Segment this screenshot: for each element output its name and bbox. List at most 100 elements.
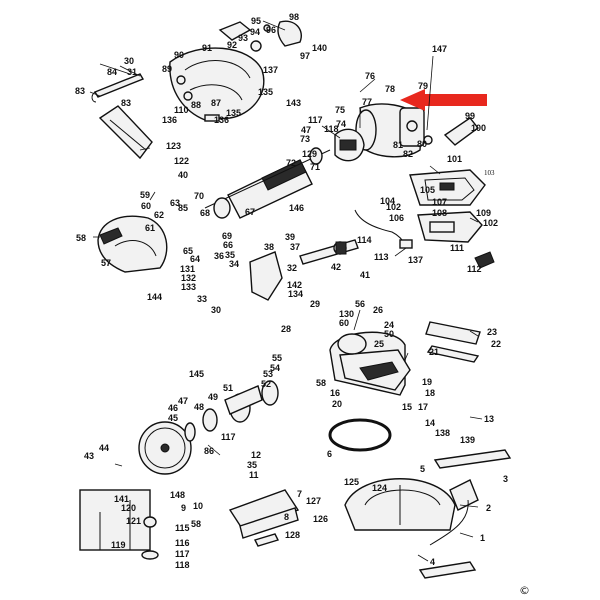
part-label: 136 bbox=[162, 115, 177, 125]
part-label: 132 bbox=[181, 273, 196, 283]
part-label: 26 bbox=[373, 305, 383, 315]
leader-lines bbox=[89, 20, 483, 562]
part-label: 40 bbox=[178, 170, 188, 180]
part-label: 53 bbox=[263, 369, 273, 379]
part-label: 51 bbox=[223, 383, 233, 393]
part-label: 71 bbox=[310, 162, 320, 172]
part-label: 46 bbox=[168, 403, 178, 413]
part-label: 74 bbox=[336, 119, 346, 129]
part-label: 35 bbox=[225, 250, 235, 260]
switch-handle-assembly bbox=[409, 169, 486, 243]
part-label: 20 bbox=[332, 399, 342, 409]
part-label: 145 bbox=[189, 369, 204, 379]
part-label: 117 bbox=[221, 432, 236, 442]
part-label: 114 bbox=[357, 235, 372, 245]
part-label: 38 bbox=[264, 242, 274, 252]
part-label: 79 bbox=[418, 81, 428, 91]
part-label: 9 bbox=[181, 503, 186, 513]
part-label: 125 bbox=[344, 477, 359, 487]
part-label: 47 bbox=[178, 396, 188, 406]
part-label: 98 bbox=[289, 12, 299, 22]
part-label: 15 bbox=[402, 402, 412, 412]
part-label: 147 bbox=[432, 44, 447, 54]
part-label: 141 bbox=[114, 494, 129, 504]
part-label: 47 bbox=[301, 125, 311, 135]
part-label: 93 bbox=[238, 33, 248, 43]
part-label: 118 bbox=[324, 124, 339, 134]
part-label: 109 bbox=[476, 208, 491, 218]
part-label: 24 bbox=[384, 320, 394, 330]
part-label: 72 bbox=[286, 158, 296, 168]
part-label: 120 bbox=[121, 503, 136, 513]
part-label: 118 bbox=[175, 560, 190, 570]
part-label: 48 bbox=[194, 402, 204, 412]
part-label: 89 bbox=[162, 64, 172, 74]
part-label: 105 bbox=[420, 185, 435, 195]
part-label: 17 bbox=[418, 402, 428, 412]
part-label: 127 bbox=[306, 496, 321, 506]
part-label: 100 bbox=[471, 123, 486, 133]
spindle-flange bbox=[184, 380, 279, 442]
part-label: 52 bbox=[261, 379, 271, 389]
part-label: 95 bbox=[251, 16, 261, 26]
part-label: 143 bbox=[286, 98, 301, 108]
part-label: 73 bbox=[300, 134, 310, 144]
part-label: 57 bbox=[101, 258, 111, 268]
part-label: 31 bbox=[127, 67, 137, 77]
part-label: 135 bbox=[258, 87, 273, 97]
part-label: 62 bbox=[154, 210, 164, 220]
part-label: 54 bbox=[270, 363, 280, 373]
part-label: 7 bbox=[297, 489, 302, 499]
part-label: 56 bbox=[355, 299, 365, 309]
part-label: 121 bbox=[126, 516, 141, 526]
part-label: 96 bbox=[266, 25, 276, 35]
part-label: 126 bbox=[313, 514, 328, 524]
armature-rotor bbox=[204, 147, 331, 219]
part-label: 35 bbox=[247, 460, 257, 470]
fence-rail bbox=[425, 321, 481, 363]
part-label: 122 bbox=[174, 156, 189, 166]
drive-belt bbox=[328, 418, 392, 452]
part-label: 64 bbox=[190, 254, 200, 264]
part-label: 102 bbox=[483, 218, 498, 228]
part-label: 25 bbox=[374, 339, 384, 349]
part-label: 3 bbox=[503, 474, 508, 484]
part-label: 146 bbox=[289, 203, 304, 213]
part-label: 137 bbox=[408, 255, 423, 265]
part-label: 123 bbox=[166, 141, 181, 151]
miter-base bbox=[344, 478, 479, 531]
part-label: 37 bbox=[290, 242, 300, 252]
motor-housing bbox=[355, 103, 425, 158]
part-label: 58 bbox=[76, 233, 86, 243]
part-label: 39 bbox=[285, 232, 295, 242]
part-label: 14 bbox=[425, 418, 435, 428]
extension-table bbox=[228, 489, 300, 547]
part-label: 119 bbox=[111, 540, 126, 550]
part-label: 36 bbox=[214, 251, 224, 261]
part-label: 29 bbox=[310, 299, 320, 309]
part-label: 1 bbox=[480, 533, 485, 543]
part-label: 97 bbox=[300, 51, 310, 61]
part-label: 108 bbox=[432, 208, 447, 218]
part-label: 80 bbox=[417, 139, 427, 149]
part-label: 99 bbox=[465, 111, 475, 121]
part-label: 83 bbox=[75, 86, 85, 96]
part-label: 110 bbox=[174, 105, 189, 115]
part-label: 124 bbox=[372, 483, 387, 493]
part-label: 6 bbox=[327, 449, 332, 459]
part-label: 12 bbox=[251, 450, 261, 460]
part-number-labels: 98 95 96 93 94 92 91 97 140 147 30 90 89… bbox=[75, 12, 508, 570]
part-label: 82 bbox=[403, 149, 413, 159]
part-label: 76 bbox=[365, 71, 375, 81]
lower-blade-guard bbox=[97, 215, 168, 273]
pivot-bracket bbox=[249, 239, 359, 301]
part-label: 22 bbox=[491, 339, 501, 349]
part-label: 84 bbox=[107, 67, 117, 77]
part-label: 69 bbox=[222, 231, 232, 241]
part-label: 32 bbox=[287, 263, 297, 273]
part-label: 50 bbox=[384, 329, 394, 339]
part-label: 67 bbox=[245, 207, 255, 217]
part-label: 91 bbox=[202, 43, 212, 53]
part-label: 135 bbox=[226, 108, 241, 118]
brush-holder-cap bbox=[423, 117, 480, 146]
